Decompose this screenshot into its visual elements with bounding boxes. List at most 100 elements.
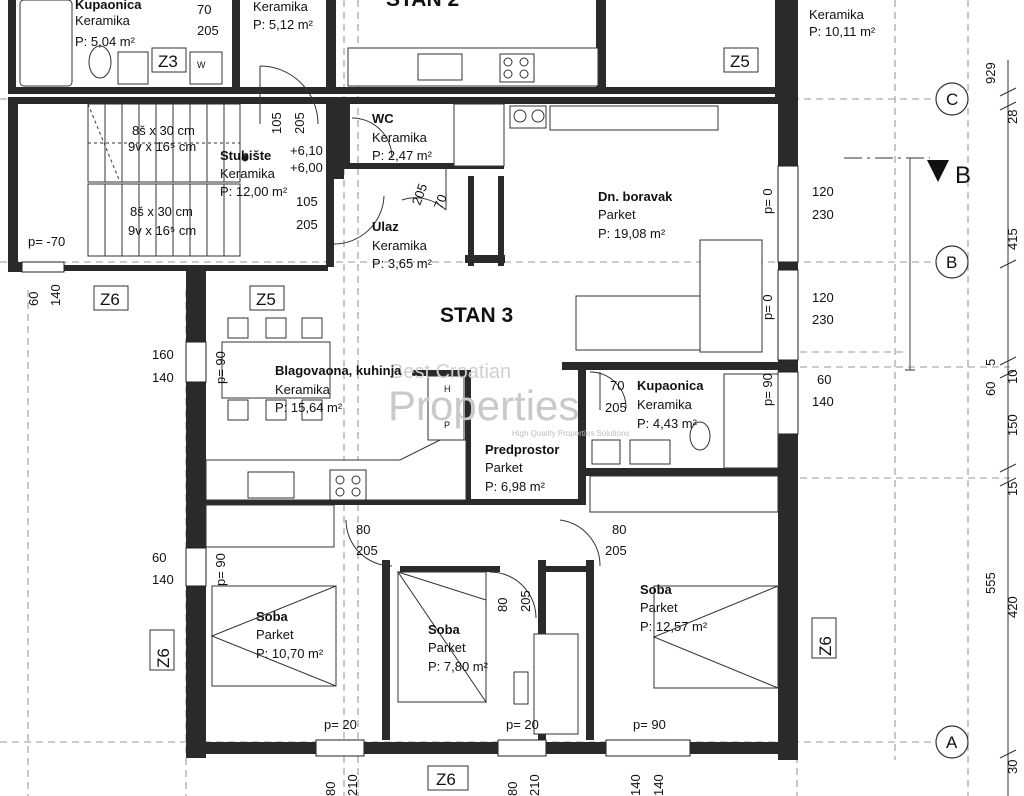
svg-text:205: 205 xyxy=(605,400,627,415)
svg-text:P: 5,04 m²: P: 5,04 m² xyxy=(75,34,136,49)
svg-text:140: 140 xyxy=(152,370,174,385)
appliance-labels: H W P xyxy=(197,60,451,430)
svg-text:60: 60 xyxy=(26,292,41,306)
svg-text:Parket: Parket xyxy=(428,640,466,655)
svg-text:P: 19,08 m²: P: 19,08 m² xyxy=(598,226,666,241)
svg-text:+6,10: +6,10 xyxy=(290,143,323,158)
svg-text:Z6: Z6 xyxy=(100,290,120,309)
room-ulaz: Ulaz Keramika P: 3,65 m² xyxy=(372,219,433,271)
svg-text:P: 5,12 m²: P: 5,12 m² xyxy=(253,17,314,32)
svg-text:WC: WC xyxy=(372,111,394,126)
svg-text:150: 150 xyxy=(1005,414,1020,436)
windows xyxy=(21,165,799,757)
svg-text:P: 10,11 m²: P: 10,11 m² xyxy=(809,24,876,39)
svg-text:P: 4,43 m²: P: 4,43 m² xyxy=(637,416,698,431)
svg-text:p= 20: p= 20 xyxy=(324,717,357,732)
room-stubiste: Stubište Keramika P: 12,00 m² xyxy=(220,148,288,199)
svg-text:p= -70: p= -70 xyxy=(28,234,65,249)
svg-text:Parket: Parket xyxy=(256,627,294,642)
svg-text:105: 105 xyxy=(269,112,284,134)
svg-text:80: 80 xyxy=(356,522,370,537)
svg-text:5: 5 xyxy=(983,359,998,366)
svg-text:230: 230 xyxy=(812,207,834,222)
svg-text:Keramika: Keramika xyxy=(372,130,428,145)
axis-markers xyxy=(935,82,969,759)
svg-text:140: 140 xyxy=(812,394,834,409)
svg-text:929: 929 xyxy=(983,62,998,84)
door-swings xyxy=(259,65,627,619)
svg-text:140: 140 xyxy=(48,284,63,306)
svg-text:H: H xyxy=(444,384,451,394)
svg-text:Blagovaona, kuhinja: Blagovaona, kuhinja xyxy=(275,363,402,378)
svg-text:9v x 16⁵ cm: 9v x 16⁵ cm xyxy=(128,139,196,154)
svg-text:P: 6,98 m²: P: 6,98 m² xyxy=(485,479,546,494)
svg-text:P: 15,64 m²: P: 15,64 m² xyxy=(275,400,343,415)
svg-text:105: 105 xyxy=(296,194,318,209)
room-soba-1: Soba Parket P: 10,70 m² xyxy=(256,609,324,661)
svg-text:Kupaonica: Kupaonica xyxy=(75,0,142,12)
svg-text:30: 30 xyxy=(1005,760,1020,774)
svg-text:230: 230 xyxy=(812,312,834,327)
section-arrow xyxy=(927,160,949,182)
svg-text:160: 160 xyxy=(152,347,174,362)
svg-text:80: 80 xyxy=(505,782,520,796)
svg-text:Soba: Soba xyxy=(428,622,461,637)
bed-1 xyxy=(211,585,337,687)
svg-text:210: 210 xyxy=(345,774,360,796)
svg-text:Keramika: Keramika xyxy=(809,7,865,22)
svg-text:P: 3,65 m²: P: 3,65 m² xyxy=(372,256,433,271)
room-soba-3: Soba Parket P: 12,57 m² xyxy=(640,582,708,634)
svg-text:205: 205 xyxy=(197,23,219,38)
svg-text:p= 90: p= 90 xyxy=(213,351,228,384)
room-blagovaona: Blagovaona, kuhinja Keramika P: 15,64 m² xyxy=(275,363,402,415)
svg-text:Soba: Soba xyxy=(256,609,289,624)
svg-text:Keramika: Keramika xyxy=(75,13,131,28)
svg-text:80: 80 xyxy=(495,598,510,612)
svg-text:B: B xyxy=(955,162,971,189)
room-kupaonica: Kupaonica Keramika P: 4,43 m² xyxy=(637,378,704,431)
svg-text:205: 205 xyxy=(292,112,307,134)
svg-text:210: 210 xyxy=(527,774,542,796)
svg-text:P: 12,57 m²: P: 12,57 m² xyxy=(640,619,708,634)
svg-text:205: 205 xyxy=(518,590,533,612)
svg-text:B: B xyxy=(946,253,957,272)
svg-text:140: 140 xyxy=(651,774,666,796)
svg-text:15: 15 xyxy=(1005,482,1020,496)
svg-text:555: 555 xyxy=(983,572,998,594)
svg-text:p= 0: p= 0 xyxy=(760,188,775,214)
svg-text:Z5: Z5 xyxy=(730,52,750,71)
svg-text:205: 205 xyxy=(605,543,627,558)
svg-text:Best Croatian: Best Croatian xyxy=(390,361,511,383)
room-top-hall: Keramika P: 5,12 m² xyxy=(253,0,314,32)
svg-text:205: 205 xyxy=(409,182,431,208)
furniture xyxy=(19,0,779,735)
svg-text:Stubište: Stubište xyxy=(220,148,271,163)
svg-text:Keramika: Keramika xyxy=(372,238,428,253)
top-title: STAN 2 xyxy=(386,0,459,11)
svg-text:28: 28 xyxy=(1005,110,1020,124)
svg-text:80: 80 xyxy=(323,782,338,796)
svg-text:60: 60 xyxy=(983,382,998,396)
stair-specs: 8š x 30 cm 9v x 16⁵ cm 8š x 30 cm 9v x 1… xyxy=(128,123,323,238)
watermark: Best Croatian Properties High Quality Pr… xyxy=(388,361,629,438)
svg-text:p= 0: p= 0 xyxy=(760,294,775,320)
svg-text:Z5: Z5 xyxy=(256,290,276,309)
svg-text:Z3: Z3 xyxy=(158,52,178,71)
svg-text:p= 90: p= 90 xyxy=(760,373,775,406)
svg-text:Properties: Properties xyxy=(388,382,579,429)
svg-text:Keramika: Keramika xyxy=(275,382,331,397)
dimension-lines xyxy=(844,60,1017,796)
zone-tags xyxy=(93,47,837,791)
svg-text:70: 70 xyxy=(197,2,211,17)
room-dn-boravak: Dn. boravak Parket P: 19,08 m² xyxy=(598,189,673,241)
svg-text:+6,00: +6,00 xyxy=(290,160,323,175)
svg-text:80: 80 xyxy=(612,522,626,537)
svg-text:W: W xyxy=(197,60,206,70)
zone-labels: Z3 Z5 Z5 Z6 Z6 Z6 Z6 xyxy=(100,52,835,789)
room-wc: WC Keramika P: 2,47 m² xyxy=(372,111,433,163)
svg-text:8š x 30 cm: 8š x 30 cm xyxy=(132,123,195,138)
svg-text:p= 90: p= 90 xyxy=(213,553,228,586)
svg-text:60: 60 xyxy=(152,550,166,565)
svg-text:70: 70 xyxy=(431,192,450,211)
